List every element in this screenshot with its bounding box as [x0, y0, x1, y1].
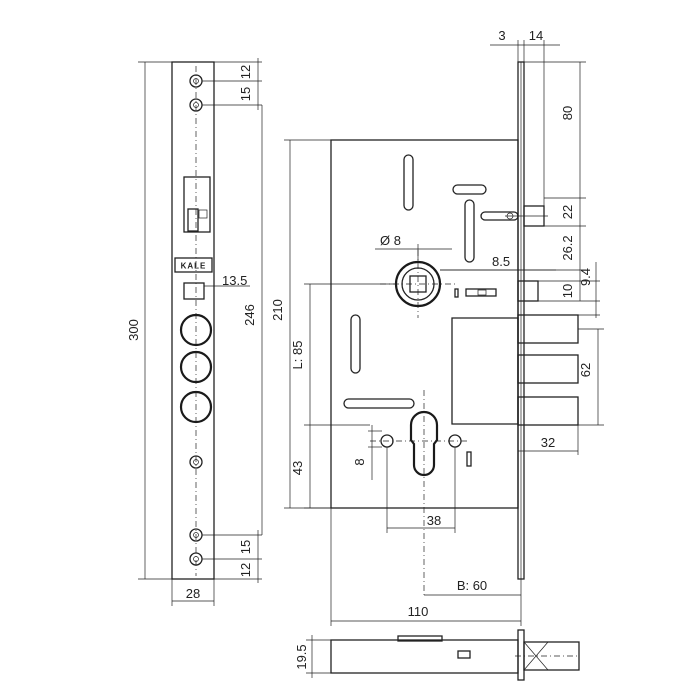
dim-246: 246	[242, 304, 257, 326]
dim-overall-height: 300	[126, 61, 172, 580]
latch-slot	[183, 176, 211, 233]
dim-bolt-projection: 32	[517, 425, 579, 455]
dim-case-height: 210	[270, 139, 331, 509]
deadbolt-housing	[451, 317, 519, 425]
dim-upper: 80	[524, 61, 586, 199]
dim-10: 10	[560, 284, 575, 298]
dim-22: 22	[560, 205, 575, 219]
dim-14: 14	[529, 28, 543, 43]
dim-bolt-span: 62	[578, 328, 604, 426]
dim-cylinder-width: 38	[386, 447, 456, 533]
dim-300: 300	[126, 319, 141, 341]
dim-3: 3	[498, 28, 505, 43]
dim-cylinder-offset: 43	[290, 425, 331, 509]
dim-28: 28	[186, 586, 200, 601]
dim-8: 8	[352, 458, 367, 465]
logo-text: KALE	[181, 262, 207, 271]
dim-62: 62	[578, 363, 593, 377]
dim-top-screws: 12 15	[202, 58, 262, 110]
dim-38: 38	[427, 513, 441, 528]
dim-follower: 26.2	[440, 226, 586, 271]
bottom-view: 19.5	[294, 629, 580, 681]
dim-8-5: 8.5	[492, 254, 510, 269]
dim-32: 32	[541, 435, 555, 450]
dim-26-2: 26.2	[560, 235, 575, 260]
dim-bolt-size: 13.5	[204, 273, 250, 288]
dim-case-width: 110	[330, 508, 522, 626]
dim-bottom-screws: 15 12	[202, 530, 262, 583]
dim-9-4: 9.4	[578, 268, 593, 286]
bottom-case	[330, 639, 519, 674]
dim-backset: B: 60	[424, 578, 521, 596]
dim-15-bottom: 15	[238, 540, 253, 554]
dim-faceplate-top: 3 14	[490, 28, 560, 206]
upper-slots	[403, 154, 487, 263]
lever-slot	[350, 314, 361, 374]
auxiliary-bolt	[183, 282, 205, 300]
dim-lever: L: 85	[290, 283, 396, 426]
dim-43: 43	[290, 461, 305, 475]
dim-210: 210	[270, 299, 285, 321]
dim-faceplate-width: 28	[171, 579, 215, 606]
dim-latch: 22	[544, 198, 586, 227]
front-view: KALE 300	[126, 58, 263, 606]
dim-110: 110	[408, 604, 429, 619]
indicator-marks	[454, 288, 497, 298]
deadbolts	[517, 280, 579, 426]
kale-logo: KALE	[174, 257, 213, 273]
dim-deadbolt-gap: 8.5	[440, 254, 556, 271]
dim-19-5: 19.5	[294, 644, 309, 669]
dim-case-depth: 19.5	[294, 635, 331, 678]
dim-pin: 8	[352, 425, 382, 480]
dim-12-bottom: 12	[238, 563, 253, 577]
cam-slot	[343, 398, 415, 409]
side-view: 3 14 80 22 26.2 10 9	[270, 28, 604, 626]
lock-case	[330, 139, 519, 509]
dim-13-5: 13.5	[222, 273, 247, 288]
latch-bolt	[480, 205, 548, 227]
dim-12-top: 12	[238, 65, 253, 79]
dim-hole-span: 246	[242, 105, 263, 535]
dim-80: 80	[560, 106, 575, 120]
dim-handle-hole: Ø 8	[375, 233, 452, 262]
dim-15-top: 15	[238, 87, 253, 101]
dim-dia-8: Ø 8	[380, 233, 401, 248]
dim-b-60: B: 60	[457, 578, 487, 593]
dim-l-85: L: 85	[290, 341, 305, 370]
bottom-bolt	[515, 641, 580, 671]
dim-bolt-upper: 10 9.4	[538, 262, 600, 318]
cylinder-cutout	[370, 390, 472, 595]
faceplate	[171, 61, 215, 580]
